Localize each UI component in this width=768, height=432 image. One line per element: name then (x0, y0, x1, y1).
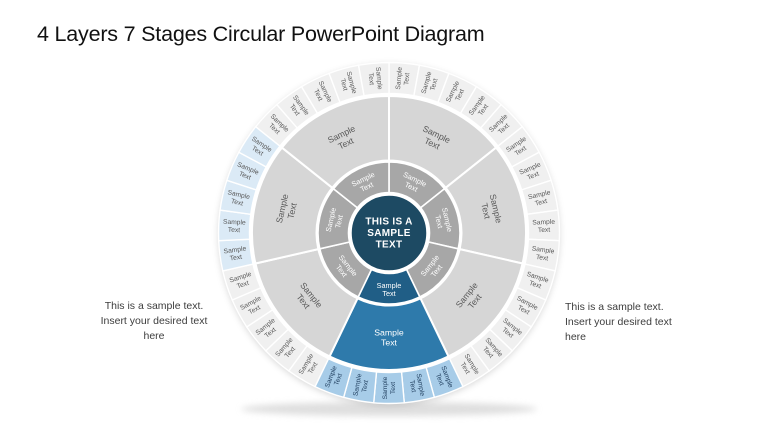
stage-6-outer-label-4: SampleText (367, 67, 384, 91)
stage-5-layer2-label: SampleText (274, 193, 300, 226)
stage-3-outer-label-1: SampleText (407, 373, 426, 398)
left-note: This is a sample text. Insert your desir… (100, 300, 208, 342)
right-note: This is a sample text. Insert your desir… (565, 301, 672, 343)
stage-2-layer2-label: SampleText (454, 280, 488, 316)
stage-6-layer2-sector (280, 94, 390, 190)
stage-1-outer-label-4: SampleText (530, 245, 555, 263)
stage-5-outer-label-0: SampleText (223, 245, 248, 263)
slide-title: 4 Layers 7 Stages Circular PowerPoint Di… (37, 22, 485, 46)
stage-1-outer-label-2: SampleText (527, 189, 553, 209)
stage-6-outer-segment-4 (357, 61, 390, 97)
stage-5-outer-label-1: SampleText (222, 218, 246, 234)
stage-1-layer1-label: SampleText (432, 207, 454, 235)
stage-0-outer-label-0: SampleText (395, 66, 412, 90)
stage-5-outer-label-2: SampleText (225, 189, 251, 209)
stage-6-layer1-sector (332, 161, 390, 209)
center-circle (349, 193, 429, 273)
stage-1-layer2-label: SampleText (478, 193, 504, 226)
stage-5-layer1-label: SampleText (323, 207, 345, 235)
ground-shadow (241, 402, 537, 416)
stage-3-outer-label-3: SampleText (352, 373, 371, 398)
stage-1-outer-label-3: SampleText (532, 218, 556, 234)
stage-3-outer-label-2: SampleText (382, 376, 397, 399)
